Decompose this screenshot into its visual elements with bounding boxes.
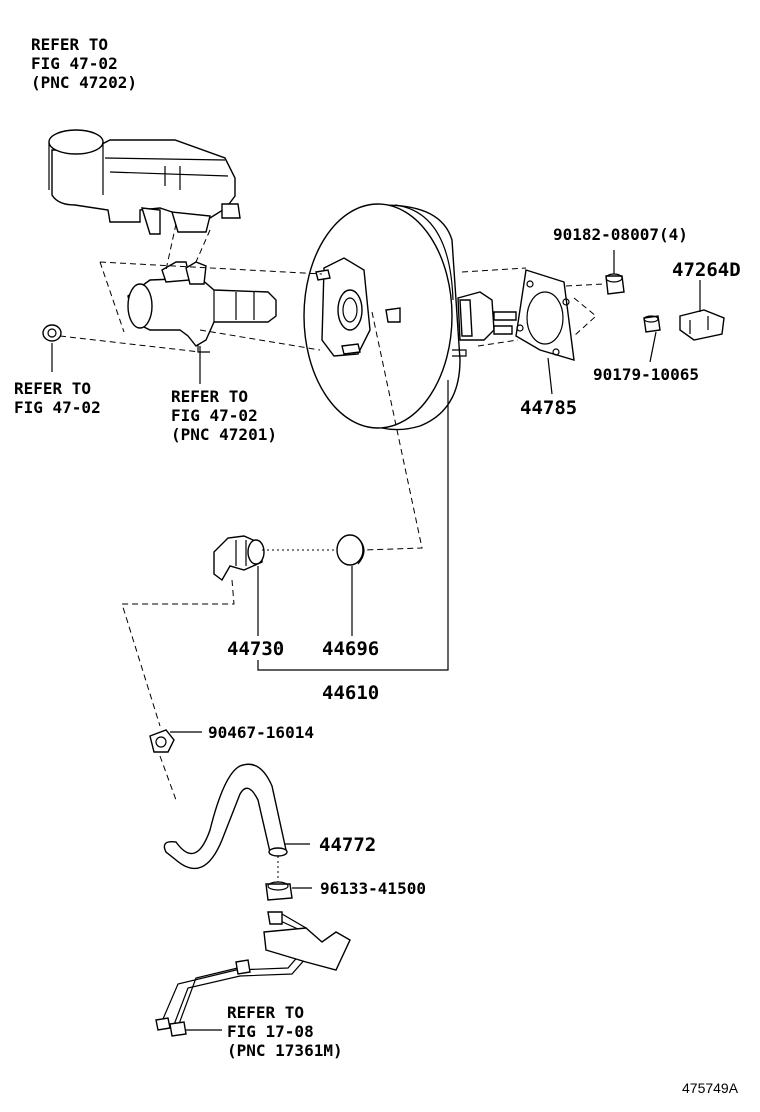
part-number-90179: 90179-10065: [593, 365, 699, 384]
part-number-96133: 96133-41500: [320, 879, 426, 898]
washer-part: [42, 324, 62, 342]
grommet-44696: [336, 534, 365, 566]
ref-label-left: REFER TO FIG 47-02: [14, 379, 101, 417]
clip-96133: [265, 881, 293, 901]
brake-booster: [303, 203, 517, 431]
ref-label-master-cylinder: REFER TO FIG 47-02 (PNC 47201): [171, 387, 277, 444]
nut-90179: [643, 315, 661, 333]
ref-mc-line3: (PNC 47201): [171, 425, 277, 444]
ref-bottom-line3: (PNC 17361M): [227, 1041, 343, 1060]
leader-lines: [51, 250, 701, 1031]
check-valve-44730: [213, 535, 265, 582]
part-number-47264d: 47264D: [672, 259, 741, 281]
ref-mc-line1: REFER TO: [171, 387, 248, 406]
part-number-44785: 44785: [520, 397, 577, 419]
clip-47264d: [679, 309, 725, 341]
gasket-44785: [515, 269, 575, 361]
ref-top-line1: REFER TO: [31, 35, 108, 54]
ref-mc-line2: FIG 47-02: [171, 406, 258, 425]
guide-lines: [59, 223, 605, 882]
nut-90182: [605, 273, 625, 295]
ref-left-line2: FIG 47-02: [14, 398, 101, 417]
figure-id: 475749A: [682, 1080, 739, 1096]
hose-44772: [163, 763, 288, 870]
reservoir-tank: [48, 129, 241, 235]
ref-left-line1: REFER TO: [14, 379, 91, 398]
part-number-44772: 44772: [319, 834, 376, 856]
clamp-90467: [149, 729, 175, 753]
part-number-90182: 90182-08007(4): [553, 225, 688, 244]
ref-bottom-line1: REFER TO: [227, 1003, 304, 1022]
ref-label-bottom: REFER TO FIG 17-08 (PNC 17361M): [227, 1003, 343, 1060]
vacuum-pipe-assembly: [155, 911, 351, 1037]
part-number-90467: 90467-16014: [208, 723, 314, 742]
part-number-44696: 44696: [322, 638, 379, 660]
master-cylinder: [127, 261, 277, 353]
ref-top-line3: (PNC 47202): [31, 73, 137, 92]
ref-bottom-line2: FIG 17-08: [227, 1022, 314, 1041]
ref-label-top: REFER TO FIG 47-02 (PNC 47202): [31, 35, 137, 92]
part-number-44610: 44610: [322, 682, 379, 704]
ref-top-line2: FIG 47-02: [31, 54, 118, 73]
part-number-44730: 44730: [227, 638, 284, 660]
